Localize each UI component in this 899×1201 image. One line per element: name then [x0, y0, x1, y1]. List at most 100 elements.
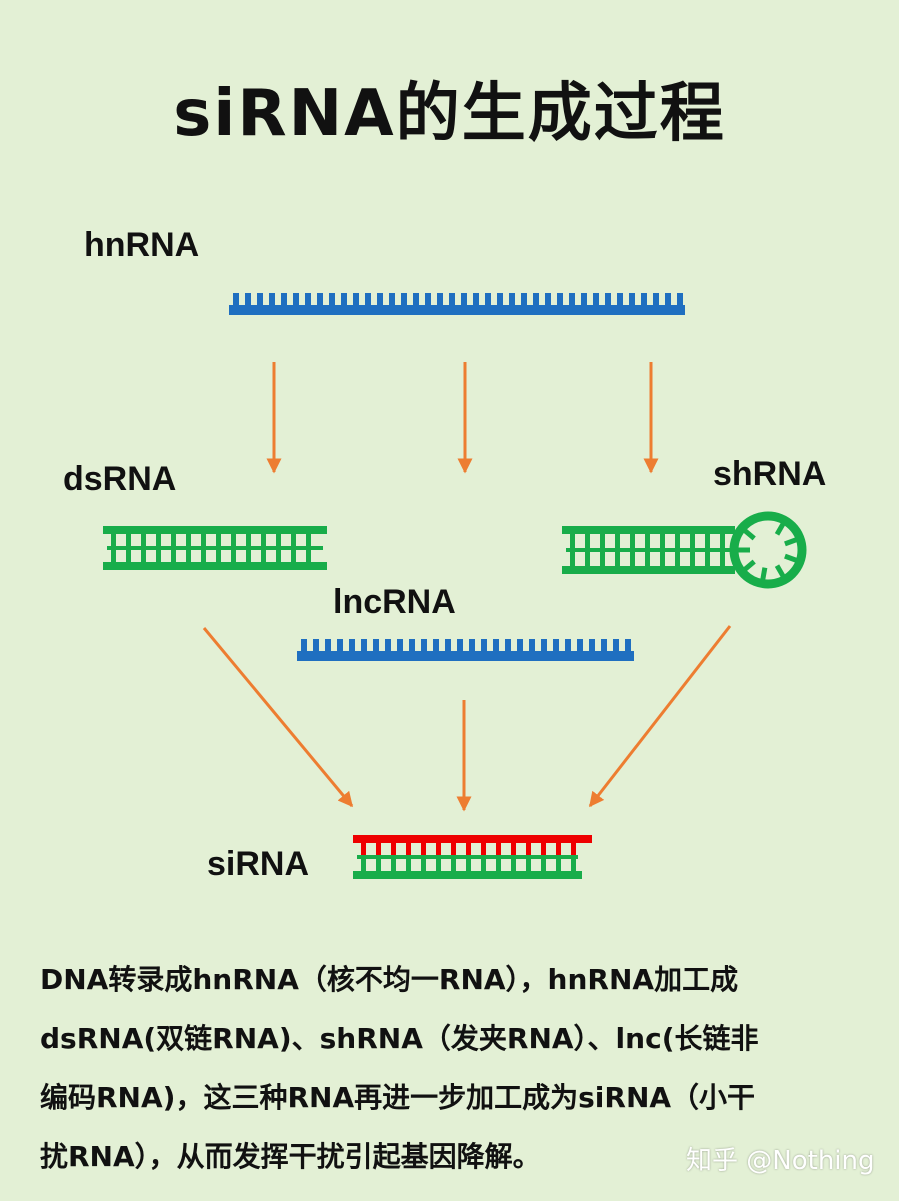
- base-tooth: [581, 293, 587, 305]
- base-tooth-bottom: [291, 550, 296, 562]
- strand-backbone-bottom: [353, 871, 582, 879]
- base-tooth-bottom: [276, 550, 281, 562]
- base-tooth-top: [496, 843, 501, 855]
- base-tooth-top: [451, 843, 456, 855]
- base-tooth: [413, 293, 419, 305]
- base-tooth: [341, 293, 347, 305]
- base-tooth-top: [511, 843, 516, 855]
- base-tooth: [437, 293, 443, 305]
- base-tooth: [389, 293, 395, 305]
- base-tooth-top: [291, 534, 296, 546]
- base-tooth-top: [361, 843, 366, 855]
- base-pair-line: [566, 548, 731, 552]
- base-tooth: [517, 639, 523, 651]
- base-tooth: [245, 293, 251, 305]
- base-tooth-bottom: [720, 552, 725, 566]
- base-tooth-top: [276, 534, 281, 546]
- base-tooth-top: [705, 534, 710, 548]
- base-tooth: [493, 639, 499, 651]
- base-tooth-top: [376, 843, 381, 855]
- base-tooth: [401, 293, 407, 305]
- base-tooth: [497, 293, 503, 305]
- base-tooth-top: [111, 534, 116, 546]
- base-tooth-top: [645, 534, 650, 548]
- loop-base-tooth: [774, 564, 786, 578]
- base-tooth: [541, 639, 547, 651]
- base-tooth-top: [406, 843, 411, 855]
- base-tooth: [469, 639, 475, 651]
- base-tooth: [461, 293, 467, 305]
- base-tooth-bottom: [231, 550, 236, 562]
- base-tooth-top: [306, 534, 311, 546]
- base-tooth: [337, 639, 343, 651]
- base-tooth: [361, 639, 367, 651]
- strand-backbone-bottom: [103, 562, 327, 570]
- base-tooth-bottom: [645, 552, 650, 566]
- base-tooth: [589, 639, 595, 651]
- strand-backbone-top: [103, 526, 327, 534]
- base-tooth: [617, 293, 623, 305]
- base-tooth: [293, 293, 299, 305]
- loop-base-tooth: [784, 537, 798, 547]
- base-pair-line: [357, 855, 578, 859]
- base-tooth: [533, 293, 539, 305]
- base-tooth-top: [261, 534, 266, 546]
- base-tooth-top: [541, 843, 546, 855]
- base-tooth-bottom: [690, 552, 695, 566]
- base-tooth: [425, 293, 431, 305]
- base-tooth-bottom: [541, 859, 546, 871]
- base-tooth: [281, 293, 287, 305]
- base-tooth: [485, 293, 491, 305]
- base-tooth-bottom: [261, 550, 266, 562]
- base-tooth-bottom: [216, 550, 221, 562]
- base-tooth-top: [675, 534, 680, 548]
- arrow-dsrna-to-sirna: [202, 627, 354, 808]
- base-tooth-top: [141, 534, 146, 546]
- base-tooth-bottom: [705, 552, 710, 566]
- base-tooth: [349, 639, 355, 651]
- base-tooth-top: [391, 843, 396, 855]
- loop-base-tooth: [743, 528, 756, 541]
- loop-base-tooth: [743, 559, 756, 572]
- base-tooth-top: [600, 534, 605, 548]
- base-tooth: [625, 639, 631, 651]
- base-tooth: [577, 639, 583, 651]
- sirna-label: siRNA: [207, 845, 310, 883]
- base-tooth-bottom: [201, 550, 206, 562]
- base-tooth: [529, 639, 535, 651]
- base-tooth: [605, 293, 611, 305]
- base-tooth: [473, 293, 479, 305]
- base-tooth-top: [690, 534, 695, 548]
- base-tooth: [385, 639, 391, 651]
- strand-backbone: [229, 305, 685, 315]
- dsrna-duplex: [103, 526, 327, 570]
- description-text: DNA转录成hnRNA（核不均一RNA），hnRNA加工成 dsRNA(双链RN…: [40, 950, 840, 1186]
- base-tooth-bottom: [421, 859, 426, 871]
- base-tooth-bottom: [246, 550, 251, 562]
- base-tooth-top: [556, 843, 561, 855]
- base-tooth: [569, 293, 575, 305]
- base-tooth: [269, 293, 275, 305]
- base-tooth-top: [660, 534, 665, 548]
- base-tooth: [397, 639, 403, 651]
- strand-backbone: [297, 651, 634, 661]
- base-tooth: [233, 293, 239, 305]
- base-tooth-top: [171, 534, 176, 546]
- base-tooth-top: [526, 843, 531, 855]
- base-tooth-top: [246, 534, 251, 546]
- base-tooth: [601, 639, 607, 651]
- base-tooth-top: [481, 843, 486, 855]
- base-pair-line: [107, 546, 323, 550]
- base-tooth: [613, 639, 619, 651]
- base-tooth-bottom: [570, 552, 575, 566]
- description-line: DNA转录成hnRNA（核不均一RNA），hnRNA加工成: [40, 963, 739, 996]
- base-tooth-bottom: [556, 859, 561, 871]
- base-tooth-bottom: [436, 859, 441, 871]
- base-tooth: [653, 293, 659, 305]
- base-tooth: [365, 293, 371, 305]
- base-tooth: [565, 639, 571, 651]
- base-tooth: [433, 639, 439, 651]
- base-tooth-bottom: [675, 552, 680, 566]
- watermark: 知乎 @Nothing: [686, 1146, 875, 1176]
- hnrna-label: hnRNA: [84, 226, 200, 264]
